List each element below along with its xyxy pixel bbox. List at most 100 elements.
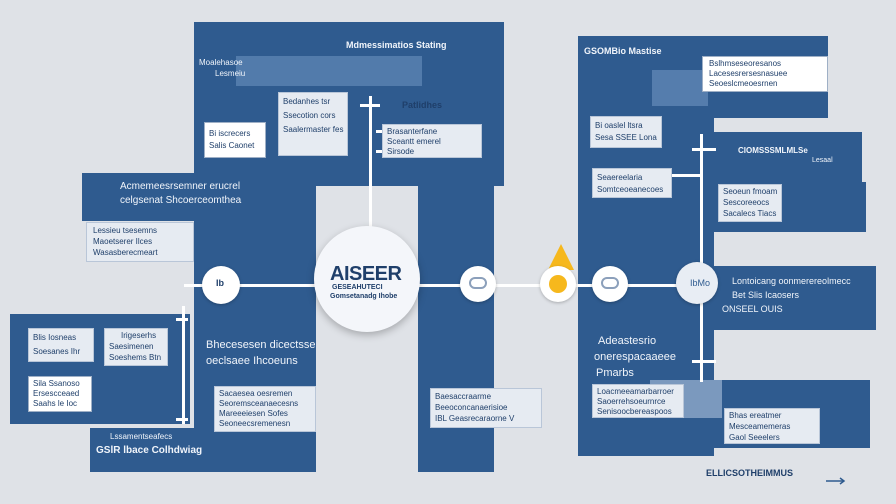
left-tick-1: [176, 318, 188, 321]
node-5: IbMo: [676, 262, 718, 304]
col1-box3-line2: Sceantt emerel: [387, 137, 441, 146]
col1-subtitle2: Lesmeiu: [215, 69, 246, 78]
col1-label: Patlidhes: [402, 100, 443, 110]
right-box-top-line1: Bslhmseseoresanos: [709, 59, 782, 68]
col1-tick-top: [360, 104, 380, 107]
mid-box1-line3: Mareeeiesen Sofes: [219, 409, 288, 418]
col1-connector: [369, 96, 372, 228]
left-box3-line3: Soeshems Btn: [109, 353, 162, 362]
right-box2-line1: Seaereelaria: [597, 173, 643, 182]
col1-box1-line1: Bedanhes tsr: [283, 97, 331, 106]
col1-box2-line1: Bi iscrecers: [209, 129, 251, 138]
col1-box3-line1: Brasanterfane: [387, 127, 438, 136]
right-box5-line2: Mesceamemeras: [729, 422, 791, 431]
right-label: CIOMSSSMLMLSe: [738, 146, 808, 155]
col1-box1: Bedanhes tsr Ssecotion cors Saalermaster…: [278, 92, 348, 156]
right-wide3: ONSEEL OUIS: [722, 304, 783, 314]
col1-title: Mdmessimatios Stating: [346, 40, 447, 50]
left-footer2: GSlR lbace Colhdwiag: [96, 445, 203, 456]
right-box5-line3: Gaol Seeelers: [729, 433, 780, 442]
left-tick-2: [176, 418, 188, 421]
left-box3-line2: Saesimenen: [109, 342, 154, 351]
right-box3-line3: Sacalecs Tiacs: [723, 209, 777, 218]
node-1: Ib: [202, 266, 240, 304]
left-title1: Acmemeesrsemner erucrel: [120, 181, 241, 192]
left-box4-line3: Saahs le Ioc: [33, 399, 78, 408]
col1-box3-line3: Sirsode: [387, 147, 415, 156]
right-tick-3: [692, 360, 716, 363]
node-1-label: Ib: [216, 278, 224, 288]
col1-box2: Bi iscrecers Salis Caonet: [204, 122, 266, 158]
col1-header-strip: [236, 56, 422, 86]
accent-marker-icon: [548, 244, 574, 270]
cloud-icon-2: [601, 277, 619, 289]
mid-box1-line4: Seoneecsremenesn: [219, 419, 291, 428]
right-box2: Seaereelaria Somtceoeanecoes: [592, 168, 672, 198]
center-line1: GESEAHUTECI: [332, 284, 383, 291]
main-connector-left: [184, 284, 318, 287]
right-box5-line1: Bhas ereatmer: [729, 411, 782, 420]
left-connector: [182, 306, 185, 424]
left-box1: Lessieu tsesemns Maoetserer Ilces Wasasb…: [86, 222, 194, 262]
right-box2-line2: Somtceoeanecoes: [597, 185, 664, 194]
left-box4: Sila Ssanoso Ersescceaed Saahs le Ioc: [28, 376, 92, 412]
col1-box1-line2: Ssecotion cors: [283, 111, 336, 120]
mid-box2: Baesaccraarme Beeoconcanaerisioe IBL Gea…: [430, 388, 542, 428]
col1-box2-line2: Salis Caonet: [209, 141, 255, 150]
right-tick-2: [672, 174, 702, 177]
left-box4-line2: Ersescceaed: [33, 389, 80, 398]
right-p3: Pmarbs: [596, 367, 634, 379]
right-header-strip: [652, 70, 708, 106]
col1-panel: [194, 22, 504, 186]
left-box4-line1: Sila Ssanoso: [33, 379, 80, 388]
right-box3: Seoeun fmoam Sescoreeocs Sacalecs Tiacs: [718, 184, 782, 222]
right-title: GSOMBio Mastise: [584, 46, 662, 56]
left-footer1: Lssamentseafecs: [110, 432, 173, 441]
right-box3-line1: Seoeun fmoam: [723, 187, 778, 196]
col1-box1-line3: Saalermaster fes: [283, 125, 344, 134]
mid-title1: Bhecesesen dicectsse: [206, 339, 316, 351]
right-box4-line2: Saoerrehsoeurnrce: [597, 397, 666, 406]
right-box1-line2: Sesa SSEE Lona: [595, 133, 657, 142]
left-box1-line3: Wasasberecmeart: [93, 248, 158, 257]
right-p2: onerespacaaeee: [594, 351, 676, 363]
right-tick-1: [692, 148, 716, 151]
right-box4-line3: Senisoocbereaspoos: [597, 407, 672, 416]
right-box-top-line2: Lacesesrersesnasuee: [709, 69, 788, 78]
right-label-sub: Lesaal: [812, 157, 833, 164]
right-box1-line1: Bi oaslel ltsra: [595, 121, 643, 130]
right-box3-line2: Sescoreeocs: [723, 198, 770, 207]
right-wide1: Lontoicang oonmerereolmecc: [732, 276, 851, 286]
node-5-label: IbMo: [690, 278, 711, 288]
right-box1: Bi oaslel ltsra Sesa SSEE Lona: [590, 116, 662, 148]
mid-box1-line1: Sacaesea oesremen: [219, 389, 293, 398]
mid-box1: Sacaesea oesremen Seoremsceanaecesns Mar…: [214, 386, 316, 432]
mid-box2-line1: Baesaccraarme: [435, 392, 492, 401]
right-footer: ELLICSOTHEIMMUS: [706, 468, 793, 478]
right-box4: Loacmeeamarbarroer Saoerrehsoeurnrce Sen…: [592, 384, 684, 418]
mid-box2-line3: IBL Geasrecaraorne V: [435, 414, 515, 423]
node-2: [460, 266, 496, 302]
right-connector: [700, 134, 703, 382]
mid-title2: oeclsaee Ihcoeuns: [206, 355, 298, 367]
cloud-icon: [469, 277, 487, 289]
col1-lower-panel: [418, 186, 494, 472]
mid-box2-line2: Beeoconcanaerisioe: [435, 403, 508, 412]
center-hub: AISEER GESEAHUTECI Gomsetanadg Ihobe: [314, 226, 420, 332]
left-box2-line2: Soesanes Ihr: [33, 347, 81, 356]
right-wide2: Bet Slis Icaosers: [732, 290, 800, 300]
right-box-top: Bslhmseseoresanos Lacesesrersesnasuee Se…: [702, 56, 828, 92]
left-box1-line1: Lessieu tsesemns: [93, 226, 158, 235]
left-box1-line2: Maoetserer Ilces: [93, 237, 153, 246]
col1-box3: Brasanterfane Sceantt emerel Sirsode: [382, 124, 482, 158]
col1-subtitle: Moalehasoe: [199, 58, 243, 67]
node-3: [540, 266, 576, 302]
right-wide-panel: [692, 266, 876, 330]
left-box2: Blis Iosneas Soesanes Ihr: [28, 328, 94, 362]
left-box3-line1: Irigeserhs: [121, 331, 157, 340]
center-line2: Gomsetanadg Ihobe: [330, 293, 398, 300]
highlight-dot-icon: [549, 275, 567, 293]
right-footer-arrow-icon: [826, 472, 848, 485]
right-p1: Adeastesrio: [598, 335, 657, 347]
node-4: [592, 266, 628, 302]
